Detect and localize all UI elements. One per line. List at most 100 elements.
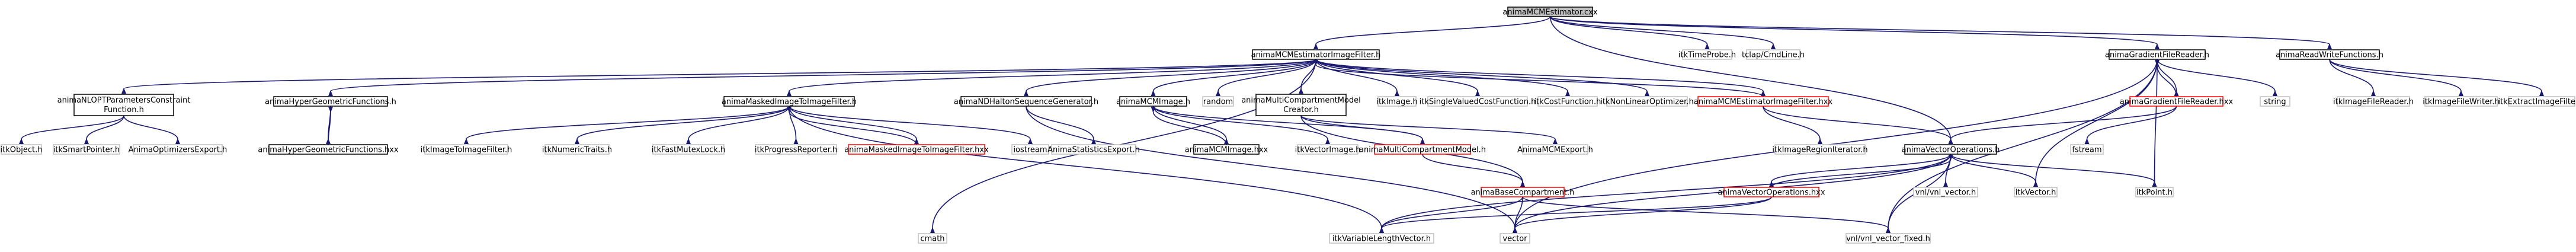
node-vnlVector[interactable]: vnl/vnl_vector.h bbox=[1913, 187, 1978, 197]
node-box bbox=[1507, 7, 1593, 17]
node-box bbox=[1119, 96, 1187, 107]
node-gradReaderH[interactable]: animaGradientFileReader.h bbox=[2105, 49, 2209, 60]
node-maskedH[interactable]: animaMaskedImageToImageFilter.h bbox=[722, 96, 857, 107]
node-box bbox=[755, 144, 837, 155]
node-mcmImageH[interactable]: animaMCMImage.h bbox=[1116, 96, 1190, 107]
node-itkVarLen[interactable]: itkVariableLengthVector.h bbox=[1329, 233, 1434, 244]
node-itkNLOpt[interactable]: itkNonLinearOptimizer.h bbox=[1600, 96, 1694, 107]
node-cmath[interactable]: cmath bbox=[918, 233, 947, 244]
node-label: itkCostFunction.h bbox=[1534, 98, 1601, 107]
node-itkProgress[interactable]: itkProgressReporter.h bbox=[755, 144, 837, 155]
node-estFilterHxx[interactable]: animaMCMEstimatorImageFilter.hxx bbox=[1694, 96, 1832, 107]
node-label: itkVectorImage.h bbox=[1295, 146, 1361, 155]
node-iostream[interactable]: iostream bbox=[1011, 144, 1049, 155]
edge-mcmModelH-to-baseCompH bbox=[1422, 154, 1526, 187]
node-box bbox=[1427, 96, 1528, 107]
node-label: animaMaskedImageToImageFilter.h bbox=[722, 98, 857, 107]
node-tclap[interactable]: tclap/CmdLine.h bbox=[1742, 49, 1805, 60]
node-label: animaBaseCompartment.h bbox=[1471, 189, 1575, 197]
edge-readWriteH-to-itkExtractImage bbox=[2329, 59, 2545, 97]
node-vnlVecFixed[interactable]: vnl/vnl_vector_fixed.h bbox=[1846, 233, 1931, 244]
edge-estFilterH-to-nloptH bbox=[121, 59, 1316, 94]
node-box bbox=[1537, 96, 1598, 107]
node-box bbox=[1606, 96, 1688, 107]
node-maskedHxx[interactable]: animaMaskedImageToImageFilter.hxx bbox=[844, 144, 989, 155]
node-itkVectorH[interactable]: itkVector.h bbox=[2014, 187, 2058, 197]
edge-maskedH-to-iostream bbox=[789, 106, 1033, 145]
node-box bbox=[1723, 187, 1819, 197]
node-hypergeomHxx[interactable]: animaHyperGeometricFunctions.hxx bbox=[258, 144, 399, 155]
node-itkSmartPointer[interactable]: itkSmartPointer.h bbox=[53, 144, 120, 155]
node-box bbox=[1846, 233, 1931, 244]
node-readWriteH[interactable]: animaReadWriteFunctions.h bbox=[2276, 49, 2383, 60]
node-string[interactable]: string bbox=[2260, 96, 2290, 107]
edge-estFilterHxx-to-estFilterH bbox=[1313, 59, 1764, 97]
node-vecOpsHxx[interactable]: animaVectorOperations.hxx bbox=[1718, 187, 1825, 197]
node-box bbox=[2337, 96, 2410, 107]
edge-estFilterHxx-to-itkImageRegionIt bbox=[1763, 106, 1823, 145]
node-label: vnl/vnl_vector_fixed.h bbox=[1846, 235, 1930, 244]
edge-baseCompH-to-vnlVecFixed bbox=[1522, 196, 1891, 234]
edge-readWriteH-to-itkImageFileWriter bbox=[2329, 59, 2464, 97]
edge-ndHaltonH-to-statExport bbox=[1026, 106, 1097, 145]
node-label: vector bbox=[1502, 235, 1527, 244]
node-itkImageFileWriter[interactable]: itkImageFileWriter.h bbox=[2423, 96, 2500, 107]
node-ndHaltonH[interactable]: animaNDHaltonSequenceGenerator.h bbox=[954, 96, 1098, 107]
edge-mcmImageH-to-itkVectorImage bbox=[1152, 106, 1331, 145]
node-mcmModelH[interactable]: animaMultiCompartmentModel.h bbox=[1359, 144, 1486, 155]
node-label: animaHyperGeometricFunctions.hxx bbox=[258, 146, 399, 155]
node-label: itkProgressReporter.h bbox=[755, 146, 837, 155]
node-itkImageH[interactable]: itkImage.h bbox=[1376, 96, 1418, 107]
node-itkImgToImg[interactable]: itkImageToImageFilter.h bbox=[421, 144, 512, 155]
node-gradReaderHxx[interactable]: animaGradientFileReader.hxx bbox=[2120, 96, 2234, 107]
edge-estFilterH-to-cmath bbox=[930, 59, 1316, 234]
edge-gradReaderHxx-to-vecOpsH bbox=[1948, 106, 2177, 145]
node-label: itkImageFileReader.h bbox=[2333, 98, 2414, 107]
node-itkCostF[interactable]: itkCostFunction.h bbox=[1534, 96, 1601, 107]
node-itkImageRegionIt[interactable]: itkImageRegionIterator.h bbox=[1772, 144, 1868, 155]
edge-gradReaderH-to-vnlVecFixed bbox=[1885, 59, 2158, 234]
node-itkNumTraits[interactable]: itkNumericTraits.h bbox=[542, 144, 612, 155]
node-itkExtractImage[interactable]: itkExtractImageFilter.h bbox=[2498, 96, 2576, 107]
node-label: animaHyperGeometricFunctions.h bbox=[265, 98, 396, 107]
node-itkFastMutex[interactable]: itkFastMutexLock.h bbox=[652, 144, 725, 155]
node-label: random bbox=[1203, 98, 1233, 107]
edge-root-to-itkTimeProbe bbox=[1549, 16, 1710, 50]
node-box bbox=[1297, 144, 1359, 155]
node-baseCompH[interactable]: animaBaseCompartment.h bbox=[1471, 187, 1575, 197]
node-itkImageFileReader[interactable]: itkImageFileReader.h bbox=[2333, 96, 2414, 107]
node-label: iostream bbox=[1013, 146, 1047, 155]
node-label: animaVectorOperations.hxx bbox=[1718, 189, 1825, 197]
edge-nloptH-to-itkSmartPointer bbox=[84, 115, 124, 145]
edge-mcmImageHxx-to-mcmImageH bbox=[1151, 106, 1227, 145]
node-label: animaMultiCompartmentModel bbox=[1241, 96, 1361, 105]
node-itkPoint[interactable]: itkPoint.h bbox=[2135, 187, 2174, 197]
edge-vecOpsHxx-to-vector bbox=[1512, 196, 1772, 234]
node-fstream[interactable]: fstream bbox=[2070, 144, 2104, 155]
node-itkObject[interactable]: itkObject.h bbox=[1, 144, 43, 155]
node-random[interactable]: random bbox=[1202, 96, 1234, 107]
node-box bbox=[2135, 187, 2174, 197]
node-statExport[interactable]: AnimaStatisticsExport.h bbox=[1047, 144, 1140, 155]
node-label: itkExtractImageFilter.h bbox=[2498, 98, 2576, 107]
node-itkVectorImage[interactable]: itkVectorImage.h bbox=[1295, 144, 1361, 155]
node-box bbox=[960, 96, 1092, 107]
node-box bbox=[53, 144, 120, 155]
node-mcmImageHxx[interactable]: animaMCMImage.hxx bbox=[1185, 144, 1268, 155]
node-itkSVCF[interactable]: itkSingleValuedCostFunction.h bbox=[1420, 96, 1536, 107]
node-label: animaGradientFileReader.h bbox=[2105, 51, 2209, 60]
node-label: string bbox=[2264, 98, 2286, 107]
node-itkTimeProbe[interactable]: itkTimeProbe.h bbox=[1678, 49, 1736, 60]
node-label: animaVectorOperations.h bbox=[1902, 146, 2000, 155]
node-mcmExport[interactable]: AnimaMCMExport.h bbox=[1517, 144, 1593, 155]
node-label: itkFastMutexLock.h bbox=[652, 146, 725, 155]
node-vecOpsH[interactable]: animaVectorOperations.h bbox=[1902, 144, 2000, 155]
node-box bbox=[1500, 233, 1530, 244]
node-hypergeomH[interactable]: animaHyperGeometricFunctions.h bbox=[265, 96, 396, 107]
node-estFilterH[interactable]: animaMCMEstimatorImageFilter.h bbox=[1251, 49, 1381, 60]
node-box bbox=[1697, 96, 1829, 107]
node-optExport[interactable]: AnimaOptimizersExport.h bbox=[129, 144, 228, 155]
node-vector[interactable]: vector bbox=[1500, 233, 1530, 244]
